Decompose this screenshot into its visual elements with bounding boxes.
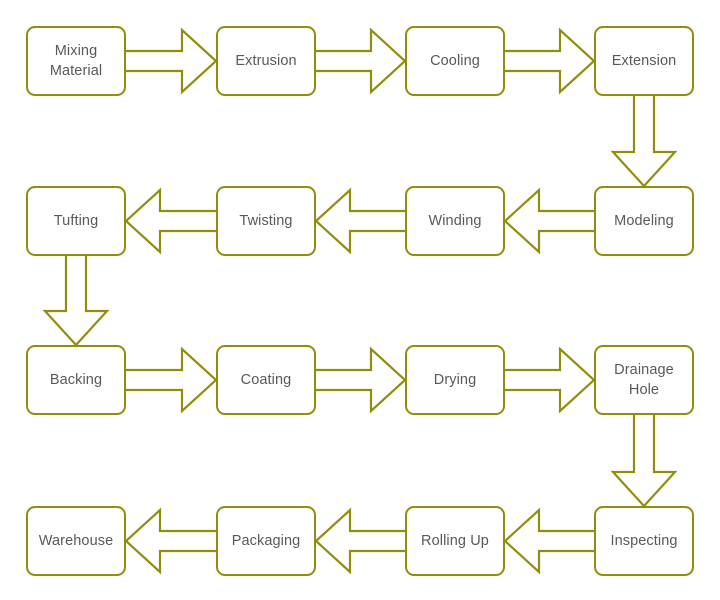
process-node-label: Extension: [611, 53, 677, 69]
process-node-modeling[interactable]: Modeling: [594, 186, 694, 256]
process-node-rolling-up[interactable]: Rolling Up: [405, 506, 505, 576]
process-node-drainage-hole[interactable]: Drainage Hole: [594, 345, 694, 415]
arrow-extrusion-to-cooling: [316, 27, 407, 95]
arrow-modeling-to-winding: [503, 187, 594, 255]
process-node-label: Modeling: [614, 213, 674, 229]
process-node-label: Packaging: [231, 533, 301, 549]
process-node-label: Drying: [433, 372, 477, 388]
process-node-inspecting[interactable]: Inspecting: [594, 506, 694, 576]
arrow-drying-to-drainage-hole: [505, 346, 596, 414]
process-node-label: Rolling Up: [421, 533, 489, 549]
process-node-drying[interactable]: Drying: [405, 345, 505, 415]
arrow-drainage-hole-to-inspecting: [610, 415, 678, 508]
arrow-packaging-to-warehouse: [124, 507, 216, 575]
arrow-rolling-up-to-packaging: [314, 507, 405, 575]
arrow-backing-to-coating: [126, 346, 218, 414]
process-node-extension[interactable]: Extension: [594, 26, 694, 96]
process-node-coating[interactable]: Coating: [216, 345, 316, 415]
process-node-backing[interactable]: Backing: [26, 345, 126, 415]
process-node-label: Cooling: [430, 53, 480, 69]
process-node-label: Coating: [240, 372, 292, 388]
process-node-label: Extrusion: [235, 53, 297, 69]
process-node-cooling[interactable]: Cooling: [405, 26, 505, 96]
process-node-label: Twisting: [239, 213, 293, 229]
arrow-tufting-to-backing: [42, 256, 110, 347]
process-node-winding[interactable]: Winding: [405, 186, 505, 256]
arrow-cooling-to-extension: [505, 27, 596, 95]
arrow-mixing-material-to-extrusion: [126, 27, 218, 95]
process-node-label: Tufting: [53, 213, 99, 229]
process-node-warehouse[interactable]: Warehouse: [26, 506, 126, 576]
arrow-twisting-to-tufting: [124, 187, 216, 255]
process-node-label: Backing: [49, 372, 103, 388]
process-node-label: Warehouse: [38, 533, 114, 549]
process-node-label: Drainage Hole: [614, 362, 674, 398]
process-node-tufting[interactable]: Tufting: [26, 186, 126, 256]
arrow-inspecting-to-rolling-up: [503, 507, 594, 575]
arrow-winding-to-twisting: [314, 187, 405, 255]
arrow-extension-to-modeling: [610, 96, 678, 188]
process-node-label: Winding: [428, 213, 482, 229]
process-node-label: Inspecting: [610, 533, 678, 549]
process-node-label: Mixing Material: [49, 43, 103, 79]
process-node-extrusion[interactable]: Extrusion: [216, 26, 316, 96]
process-node-packaging[interactable]: Packaging: [216, 506, 316, 576]
process-node-mixing-material[interactable]: Mixing Material: [26, 26, 126, 96]
arrow-coating-to-drying: [316, 346, 407, 414]
process-node-twisting[interactable]: Twisting: [216, 186, 316, 256]
